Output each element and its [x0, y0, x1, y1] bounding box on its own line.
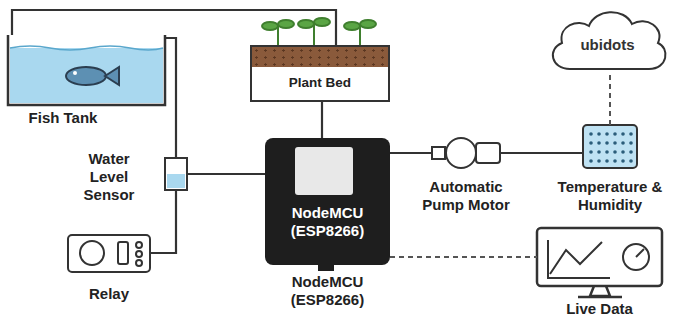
level-sensor-drawing	[165, 158, 187, 190]
plant-bed-box: Plant Bed	[250, 45, 390, 102]
drawing-stroke	[613, 150, 617, 154]
drawing-stroke	[597, 132, 601, 136]
fish-tank-drawing	[8, 35, 165, 105]
drawing-stroke	[589, 159, 593, 163]
drawing-stroke	[605, 132, 609, 136]
drawing-stroke	[262, 22, 278, 30]
wire	[321, 102, 323, 138]
drawing-stroke	[298, 20, 314, 28]
fish-tank: Fish Tank	[8, 35, 165, 105]
water-level-sensor: Water Level Sensor	[165, 158, 187, 190]
drawing-stroke	[548, 240, 610, 278]
drawing-stroke	[613, 141, 617, 145]
drawing-stroke	[590, 286, 610, 296]
drawing-stroke	[105, 67, 119, 85]
drawing-stroke	[621, 141, 625, 145]
microcontroller-board: NodeMCU (ESP8266)	[265, 138, 390, 265]
drawing-stroke	[318, 264, 334, 271]
drawing-stroke	[605, 141, 609, 145]
node-label: NodeMCU (ESP8266)	[277, 204, 378, 240]
drawing-stroke	[68, 235, 150, 272]
plants	[262, 18, 376, 45]
relay-drawing	[68, 235, 150, 272]
drawing-stroke	[629, 159, 633, 163]
drawing-stroke	[136, 260, 142, 266]
drawing-stroke	[583, 125, 637, 168]
drawing-stroke	[629, 132, 633, 136]
part-label: Relay	[58, 285, 160, 303]
part-label: Live Data	[532, 300, 667, 318]
drawing-stroke	[73, 71, 77, 75]
pump-drawing	[432, 138, 500, 168]
drawing-stroke	[597, 141, 601, 145]
wire	[165, 38, 176, 158]
drawing-stroke	[629, 150, 633, 154]
cloud-service: ubidots	[545, 5, 670, 75]
temperature-sensor: Temperature & Humidity	[583, 125, 637, 168]
drawing-stroke	[621, 159, 625, 163]
drawing-stroke	[278, 20, 294, 28]
wire	[150, 190, 176, 253]
drawing-stroke	[578, 296, 622, 299]
part-label: Water Level Sensor	[73, 150, 145, 204]
node-label: ubidots	[545, 35, 670, 55]
drawing-stroke	[589, 132, 593, 136]
drawing-stroke	[136, 251, 142, 257]
part-label: Temperature & Humidity	[557, 178, 663, 214]
drawing-stroke	[613, 132, 617, 136]
wire	[500, 152, 583, 154]
drawing-stroke	[360, 20, 376, 28]
drawing-stroke	[66, 67, 106, 85]
drawing-stroke	[167, 174, 185, 188]
data-link	[390, 256, 537, 258]
drawing-stroke	[613, 159, 617, 163]
drawing-stroke	[597, 159, 601, 163]
drawing-stroke	[605, 150, 609, 154]
drawing-stroke	[623, 244, 649, 270]
wire	[187, 173, 265, 175]
drawing-stroke	[537, 228, 662, 286]
drawing-stroke	[10, 46, 163, 50]
drawing-stroke	[10, 48, 163, 103]
drawing-stroke	[636, 249, 644, 257]
drawing-stroke	[165, 158, 187, 190]
drawing-stroke	[314, 18, 330, 26]
drawing-stroke	[432, 147, 445, 159]
drawing-stroke	[629, 141, 633, 145]
board-screen	[295, 147, 353, 195]
drawing-stroke	[589, 150, 593, 154]
part-label: Fish Tank	[8, 109, 118, 127]
pump-motor: Automatic Pump Motor	[432, 138, 500, 168]
drawing-stroke	[136, 242, 142, 248]
board-caption: NodeMCU (ESP8266)	[270, 273, 385, 309]
relay: Relay	[68, 235, 150, 272]
drawing-stroke	[118, 242, 128, 264]
soil-layer	[252, 47, 388, 67]
live-data-monitor: Live Data	[537, 228, 662, 286]
drawing-stroke	[446, 138, 476, 168]
wire	[12, 10, 336, 45]
node-label: Plant Bed	[252, 74, 388, 92]
drawing-stroke	[8, 35, 165, 105]
drawing-stroke	[597, 150, 601, 154]
monitor-drawing	[537, 228, 662, 297]
drawing-stroke	[550, 242, 602, 274]
drawing-stroke	[621, 132, 625, 136]
wire	[390, 152, 432, 154]
drawing-stroke	[589, 132, 633, 163]
drawing-stroke	[589, 141, 593, 145]
drawing-stroke	[605, 159, 609, 163]
part-label: Automatic Pump Motor	[415, 178, 517, 214]
data-link	[609, 75, 611, 125]
temp-sensor-drawing	[583, 125, 637, 168]
drawing-stroke	[621, 150, 625, 154]
drawing-stroke	[313, 24, 315, 45]
drawing-stroke	[476, 143, 500, 163]
drawing-stroke	[344, 22, 360, 30]
drawing-stroke	[80, 241, 104, 265]
